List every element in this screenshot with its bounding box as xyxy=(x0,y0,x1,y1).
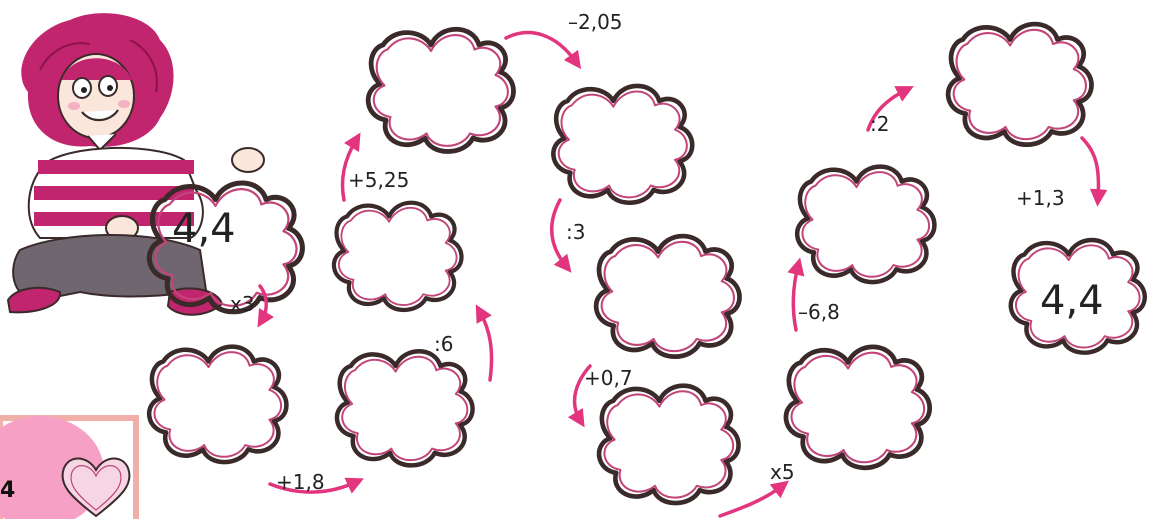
puzzle-piece-icon xyxy=(149,347,286,462)
curved-arrow-icon xyxy=(552,200,566,266)
curved-arrow-icon xyxy=(720,486,782,516)
operation-label: +1,8 xyxy=(276,470,325,494)
puzzle-piece-icon xyxy=(337,351,473,465)
curved-arrow-icon xyxy=(1082,138,1098,198)
girl-shoe-left xyxy=(8,288,60,313)
page-number: 4 xyxy=(0,478,15,503)
operation-label: +5,25 xyxy=(348,168,409,192)
operation-label: x3 xyxy=(230,292,255,316)
girl-illustration xyxy=(8,13,264,315)
end-value: 4,4 xyxy=(1040,278,1104,324)
puzzle-piece-icon xyxy=(786,347,930,468)
operation-label: :2 xyxy=(870,112,889,136)
operation-label: –6,8 xyxy=(798,300,840,324)
page-number-corner xyxy=(0,416,136,519)
puzzle-piece-icon xyxy=(797,167,934,282)
operation-label: :3 xyxy=(566,220,585,244)
operation-label: +1,3 xyxy=(1016,186,1065,210)
curved-arrow-icon xyxy=(506,33,576,62)
curved-arrow-icon xyxy=(260,286,266,320)
operation-label: x5 xyxy=(770,460,795,484)
operation-label: :6 xyxy=(434,332,453,356)
operation-label: –2,05 xyxy=(568,10,623,34)
puzzle-piece-icon xyxy=(948,24,1091,145)
curved-arrow-icon xyxy=(480,312,492,380)
puzzle-piece-icon xyxy=(553,86,692,203)
puzzle-piece-icon xyxy=(334,203,462,310)
start-value: 4,4 xyxy=(172,206,236,252)
puzzle-piece-icon xyxy=(368,29,513,151)
puzzle-piece-icon xyxy=(599,386,739,503)
operation-label: +0,7 xyxy=(584,366,633,390)
puzzle-piece-icon xyxy=(596,236,739,357)
